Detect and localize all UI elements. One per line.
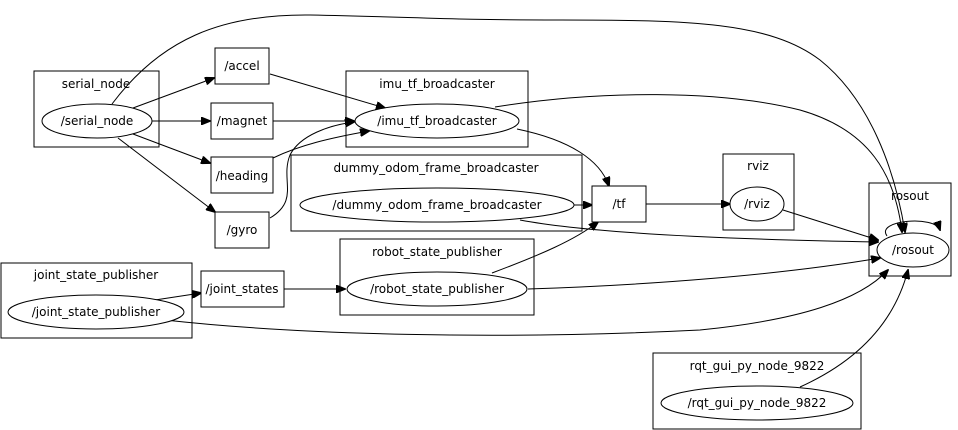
cluster-label: dummy_odom_frame_broadcaster (333, 161, 538, 175)
topic-heading[interactable]: /heading (210, 156, 274, 194)
edge-rsp-to-tf (491, 222, 598, 274)
node-serial-node[interactable]: /serial_node (41, 103, 153, 139)
topic-label: /tf (613, 197, 627, 211)
edge-gyro-to-imu (269, 122, 354, 219)
cluster-label: rosout (891, 189, 929, 203)
node-imu-tf-broadcaster[interactable]: /imu_tf_broadcaster (354, 103, 520, 139)
topic-label: /accel (224, 59, 259, 73)
node-dummy-odom-frame-broadcaster[interactable]: /dummy_odom_frame_broadcaster (299, 187, 575, 223)
edge-serial-node-to-accel (132, 78, 214, 109)
cluster-label: joint_state_publisher (33, 268, 158, 282)
node-label: /rosout (892, 243, 934, 257)
edge-heading-to-imu (272, 131, 369, 159)
node-label: /rviz (744, 197, 770, 211)
edge-imu-to-rosout (494, 94, 902, 232)
topic-joint-states[interactable]: /joint_states (200, 270, 285, 308)
edges (111, 14, 940, 388)
cluster-joint-state-publisher: joint_state_publisher (0, 262, 193, 339)
cluster-label: rviz (747, 159, 769, 173)
node-label: /rqt_gui_py_node_9822 (688, 396, 827, 410)
edge-imu-to-tf (516, 128, 609, 186)
edge-jsp-to-joint-states (154, 293, 201, 301)
topic-label: /joint_states (205, 282, 278, 296)
topic-label: /magnet (217, 114, 268, 128)
cluster-rqt-gui-py-node-9822: rqt_gui_py_node_9822 (652, 352, 862, 430)
node-rviz[interactable]: /rviz (729, 186, 785, 222)
edge-rqt-to-rosout (799, 270, 908, 388)
node-label: /imu_tf_broadcaster (377, 114, 496, 128)
topic-label: /gyro (227, 223, 258, 237)
cluster-serial-node: serial_node (33, 70, 160, 148)
cluster-rviz: rviz (722, 153, 795, 231)
cluster-label: imu_tf_broadcaster (379, 77, 494, 91)
edge-serial-node-to-rosout (111, 14, 905, 232)
node-label: /robot_state_publisher (370, 282, 504, 296)
edge-jsp-to-rosout (164, 270, 888, 336)
cluster-robot-state-publisher: robot_state_publisher (339, 238, 535, 316)
cluster-imu-tf-broadcaster: imu_tf_broadcaster (345, 70, 529, 148)
topic-gyro[interactable]: /gyro (214, 211, 270, 249)
topic-magnet[interactable]: /magnet (210, 102, 274, 140)
node-label: /serial_node (61, 114, 134, 128)
node-label: /dummy_odom_frame_broadcaster (332, 198, 541, 212)
node-rosout[interactable]: /rosout (876, 232, 950, 268)
edge-rsp-to-rosout (527, 258, 880, 290)
cluster-dummy-odom-frame-broadcaster: dummy_odom_frame_broadcaster (290, 154, 583, 232)
cluster-label: robot_state_publisher (372, 245, 502, 259)
edge-serial-node-to-heading (132, 133, 210, 163)
cluster-label: rqt_gui_py_node_9822 (690, 359, 825, 373)
cluster-label: serial_node (62, 77, 131, 91)
edge-serial-node-to-gyro (117, 137, 215, 212)
edge-dummy-to-rosout (519, 219, 878, 242)
node-label: /joint_state_publisher (32, 305, 161, 319)
edge-rosout-self-loop (884, 221, 940, 237)
edge-accel-to-imu (269, 73, 385, 108)
node-rqt-gui-py-node-9822[interactable]: /rqt_gui_py_node_9822 (660, 385, 854, 421)
node-joint-state-publisher[interactable]: /joint_state_publisher (7, 294, 185, 330)
topic-label: /heading (216, 169, 269, 183)
topic-accel[interactable]: /accel (214, 47, 270, 85)
cluster-rosout: rosout (868, 182, 952, 277)
topic-tf[interactable]: /tf (591, 185, 647, 223)
node-robot-state-publisher[interactable]: /robot_state_publisher (346, 271, 528, 307)
edge-rviz-to-rosout (782, 209, 878, 240)
